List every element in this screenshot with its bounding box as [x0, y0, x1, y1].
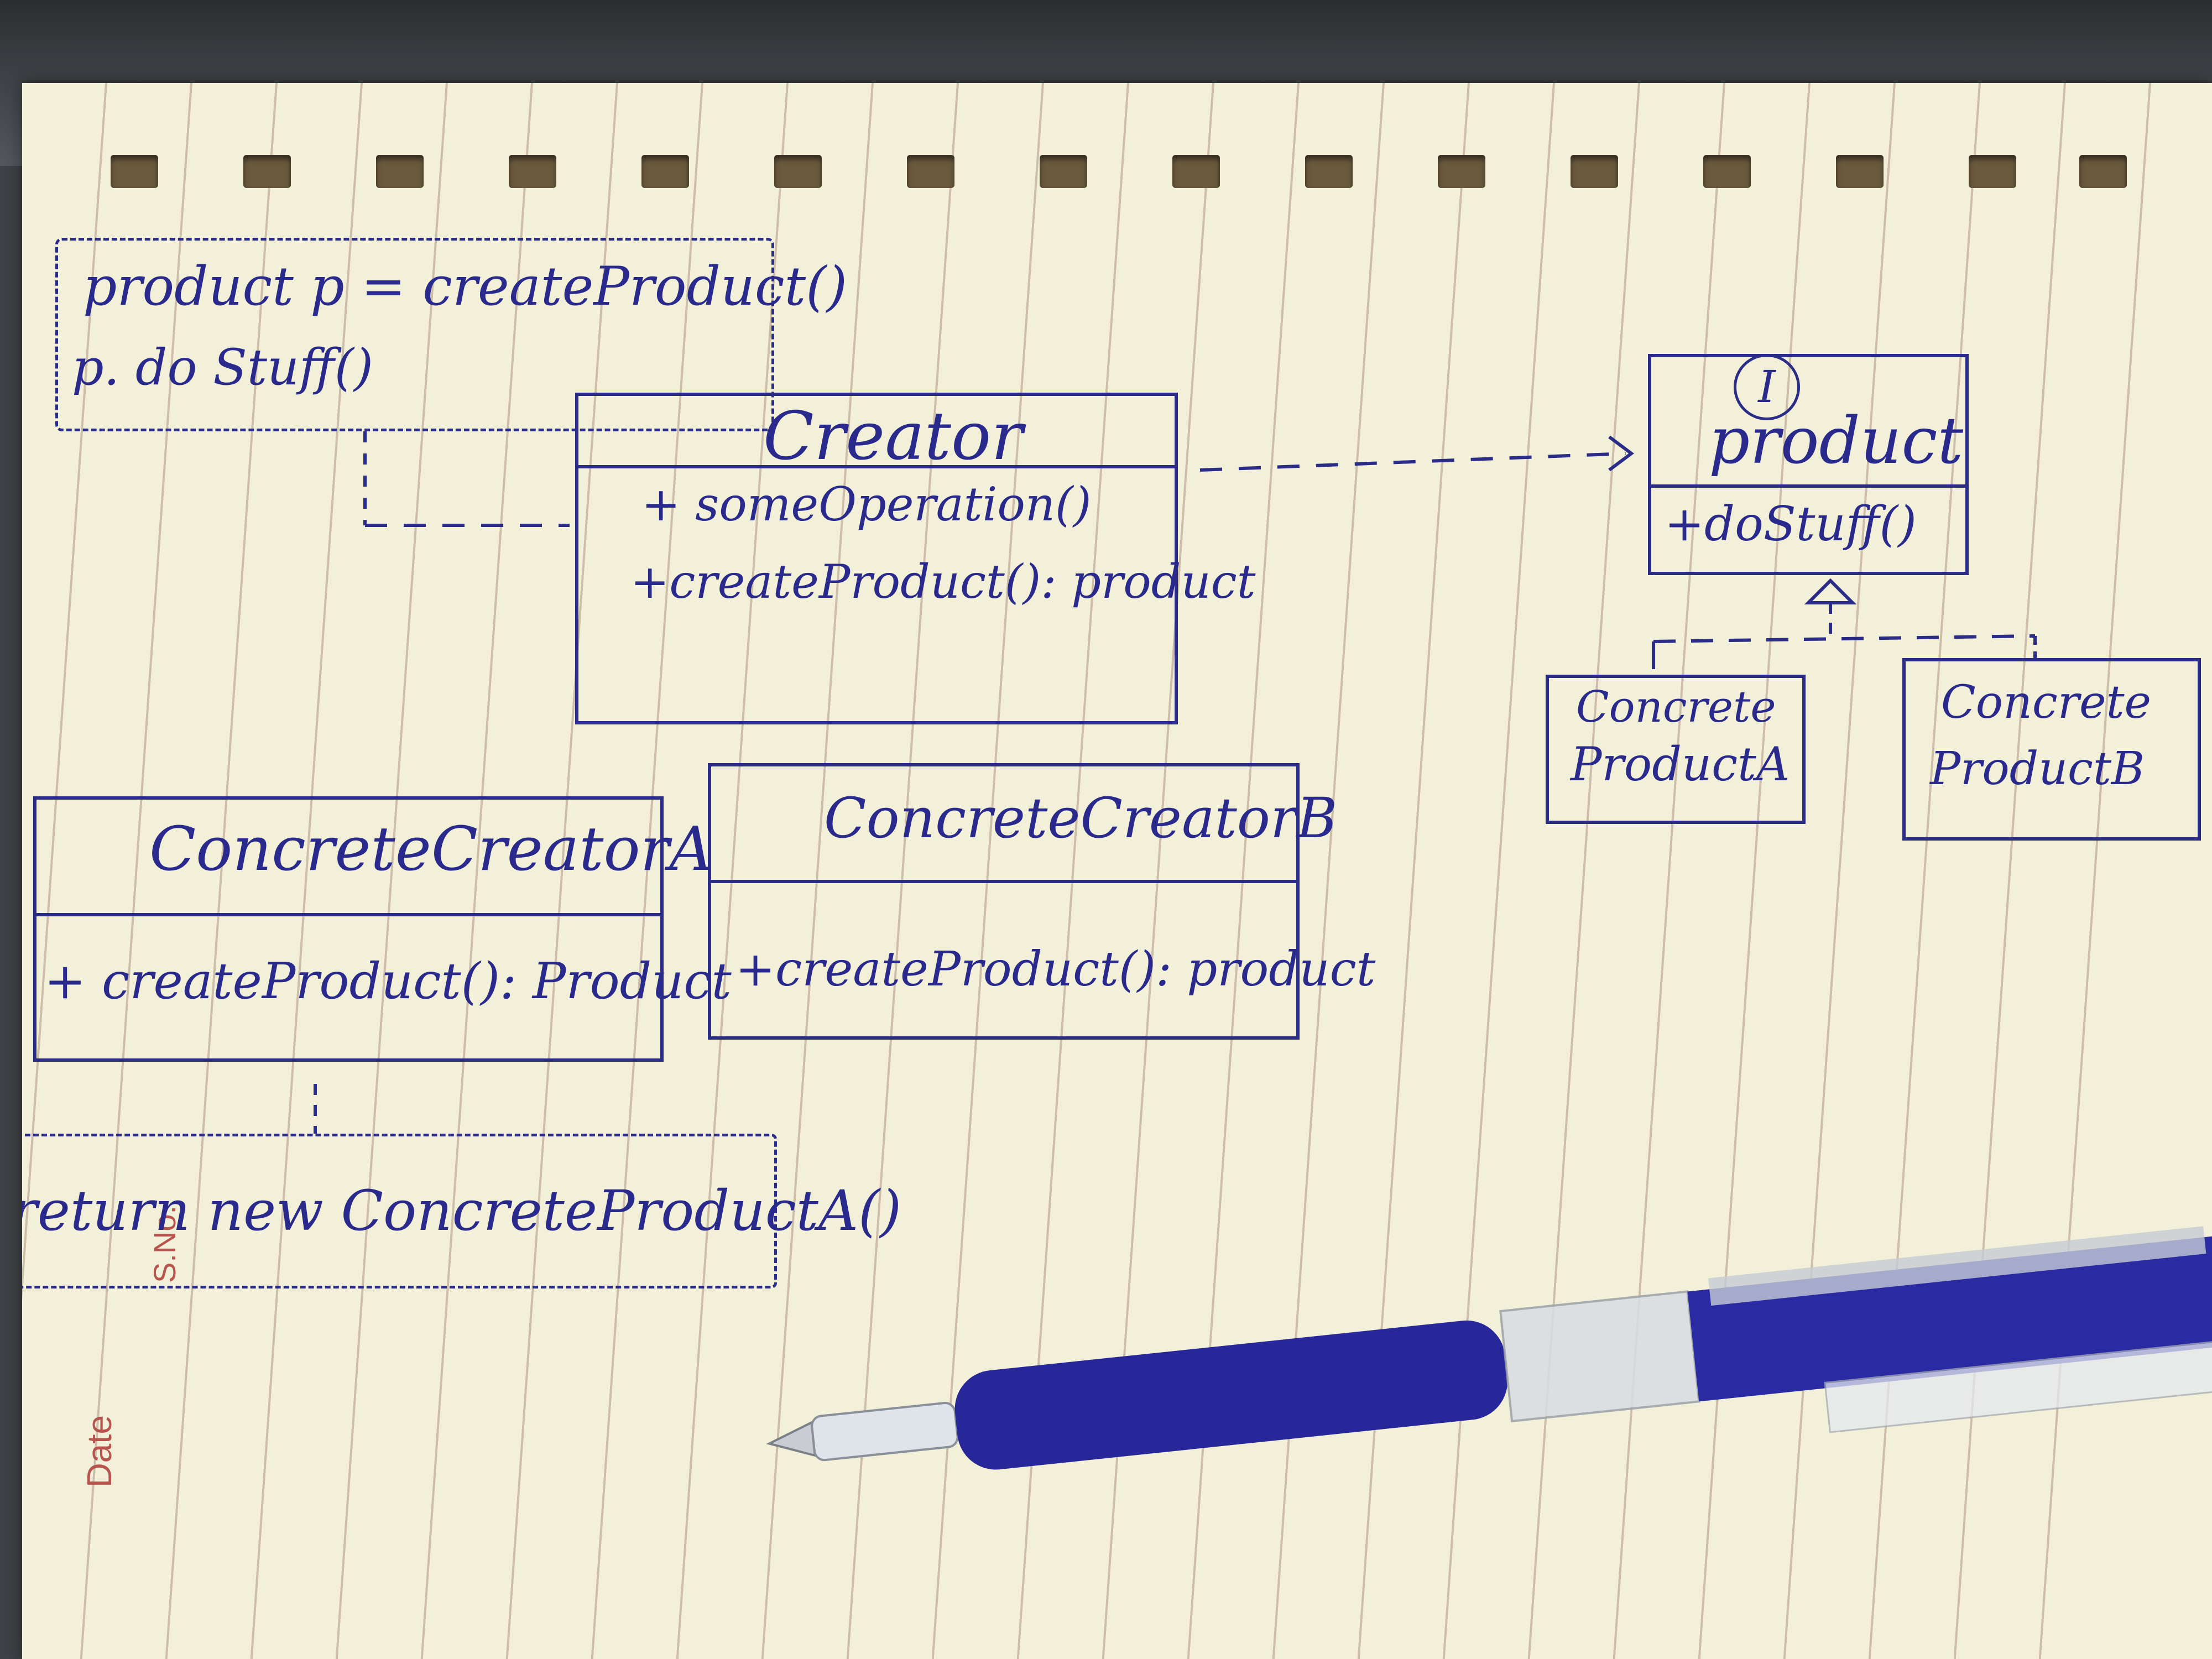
ballpoint-pen	[766, 1226, 2212, 1470]
binding-hole	[1438, 155, 1485, 188]
binding-hole	[1836, 155, 1884, 188]
concrete-creator-a-name: ConcreteCreatorA	[149, 813, 713, 884]
notebook-page: S.No. Date product p = createProduct() p…	[22, 83, 2212, 1659]
diagram-connectors	[314, 431, 2037, 1134]
client-code-line-1: product p = createProduct()	[83, 255, 848, 317]
creator-divider	[578, 465, 1175, 468]
concrete-creator-a-divider	[36, 913, 660, 916]
product-interface-method: +doStuff()	[1665, 497, 1917, 552]
product-divider	[1651, 484, 1965, 488]
binding-hole	[1969, 155, 2016, 188]
binding-hole	[243, 155, 291, 188]
concrete-product-b-box	[1902, 658, 2201, 841]
dependency-line	[1199, 452, 1626, 472]
concrete-product-a-line-2: ProductA	[1571, 737, 1790, 791]
dependency-arrowhead	[1608, 435, 1634, 472]
binding-hole	[907, 155, 954, 188]
concrete-creator-a-box	[33, 796, 664, 1062]
concrete-creator-b-name: ConcreteCreatorB	[824, 786, 1338, 851]
concrete-product-a-box	[1546, 675, 1806, 824]
client-code-line-2: p. do Stuff()	[72, 338, 374, 397]
realization-line	[1653, 634, 2036, 643]
concrete-creator-b-method: +createProduct(): product	[735, 942, 1376, 997]
concrete-creator-b-box	[708, 763, 1300, 1040]
creator-class-name: Creator	[763, 398, 1023, 475]
binding-hole	[509, 155, 556, 188]
binding-hole	[376, 155, 424, 188]
creator-method: + someOperation()	[641, 477, 1092, 531]
creator-class-box	[575, 393, 1178, 724]
binding-hole	[1571, 155, 1618, 188]
return-note-border	[22, 1134, 777, 1288]
binding-hole	[2079, 155, 2127, 188]
concrete-creator-b-divider	[711, 880, 1296, 883]
concrete-product-b-line-1: Concrete	[1941, 676, 2152, 729]
product-interface-box	[1648, 354, 1969, 575]
binding-hole	[1305, 155, 1353, 188]
binding-hole	[1703, 155, 1751, 188]
concrete-creator-a-method: + createProduct(): Product	[44, 952, 732, 1010]
concrete-product-a-line-1: Concrete	[1576, 682, 1776, 732]
binding-hole	[1172, 155, 1220, 188]
product-interface-name: product	[1709, 404, 1964, 478]
binding-hole	[774, 155, 822, 188]
creator-method: +createProduct(): product	[630, 555, 1256, 609]
binding-hole	[1040, 155, 1087, 188]
interface-stereotype: I	[1734, 354, 1800, 420]
client-code-note-border	[55, 238, 774, 431]
concrete-product-b-line-2: ProductB	[1930, 743, 2145, 795]
return-note-text: return new ConcreteProductA()	[22, 1178, 902, 1243]
binding-hole	[111, 155, 158, 188]
binding-hole	[641, 155, 689, 188]
